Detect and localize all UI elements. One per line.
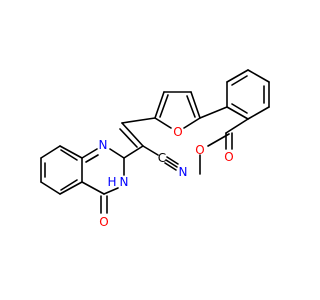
furan-oxygen-label: O [173, 125, 182, 139]
bond [186, 95, 196, 118]
molecule-structure: N N H O N C O O O [40, 69, 270, 229]
bond [59, 181, 83, 195]
bond [60, 179, 78, 191]
bond [121, 122, 144, 147]
bond [165, 159, 178, 168]
bond [81, 181, 105, 195]
bond [226, 69, 249, 83]
quinazoline-n3-label: N [120, 175, 129, 189]
bond [123, 145, 144, 159]
ester-carbonyl-oxygen-label: O [224, 150, 233, 164]
bond [142, 145, 159, 156]
bond [119, 128, 138, 148]
bond [164, 162, 177, 171]
bond [226, 106, 249, 120]
bond [103, 187, 119, 195]
bond [247, 69, 270, 83]
bond [231, 75, 248, 86]
ester-oxygen-label: O [195, 143, 204, 157]
bond [59, 145, 83, 159]
carbonyl-oxygen-label: O [99, 215, 108, 229]
bonds [40, 69, 270, 214]
bond [121, 117, 156, 124]
quinazoline-n1-label: N [99, 138, 108, 152]
nitrile-nitrogen-label: N [179, 165, 188, 179]
bond [40, 181, 61, 195]
bond [225, 118, 249, 134]
bond [154, 117, 172, 129]
quinazoline-nh-hydrogen-label: H [107, 175, 116, 189]
bond [40, 145, 61, 159]
bond [60, 149, 78, 161]
bond [207, 133, 230, 147]
bond [109, 148, 125, 159]
bond [154, 91, 165, 119]
atom-labels: N N H O N C O O O [99, 125, 234, 229]
bond [247, 106, 270, 120]
bond [85, 154, 99, 163]
bond [166, 156, 179, 165]
bond [183, 117, 201, 129]
bond [231, 103, 248, 114]
bond [199, 106, 228, 119]
bond [190, 91, 201, 119]
bond [81, 148, 98, 159]
nitrile-carbon-label: C [158, 151, 166, 165]
bond [159, 94, 169, 118]
